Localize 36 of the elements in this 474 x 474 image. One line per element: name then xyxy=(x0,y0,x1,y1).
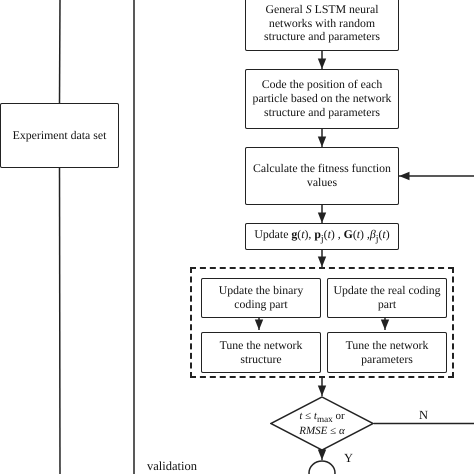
node-text: Update the real coding part xyxy=(332,284,442,312)
node-text: Calculate the fitness function values xyxy=(252,162,392,190)
process-box xyxy=(327,278,447,318)
node-text: General S LSTM neural networks with random structure and parameters xyxy=(263,2,381,44)
process-box xyxy=(245,69,399,129)
process-box xyxy=(201,278,321,318)
process-box xyxy=(201,332,321,373)
process-box xyxy=(245,147,399,205)
arrow xyxy=(399,172,474,180)
process-box xyxy=(327,332,447,373)
edge-label: Y xyxy=(343,452,354,464)
dashed-group-box xyxy=(190,267,454,378)
node-text: Tune the network structure xyxy=(218,338,304,366)
node-text: Update g(t), p$_{j}$(t) , G(t) ,β$_{j}$(t) xyxy=(253,228,391,245)
node-text: Experiment data set xyxy=(12,128,108,142)
arrow xyxy=(254,316,264,330)
arrow xyxy=(318,378,326,396)
process-box xyxy=(245,0,399,51)
arrow xyxy=(318,129,326,147)
connector-line xyxy=(58,168,61,474)
arrow xyxy=(380,316,390,330)
connector-line xyxy=(58,0,61,103)
process-box xyxy=(245,223,399,250)
arrow xyxy=(318,450,326,460)
connector-line xyxy=(374,422,474,424)
node-text: Tune the network parameters xyxy=(344,338,430,366)
condition-text: t ≤ t$_{max}$ or RMSE ≤ α xyxy=(298,410,346,438)
process-box xyxy=(0,103,119,168)
decision-diamond xyxy=(270,396,374,451)
edge-label: N xyxy=(418,409,430,422)
arrow xyxy=(318,205,326,223)
node-text: Update the binary coding part xyxy=(218,284,304,312)
arrow xyxy=(318,250,326,267)
arrow xyxy=(318,51,326,69)
node-text: Code the position of each particle based on the network structure and parameters xyxy=(252,78,392,120)
note-text: validation xyxy=(146,460,198,472)
